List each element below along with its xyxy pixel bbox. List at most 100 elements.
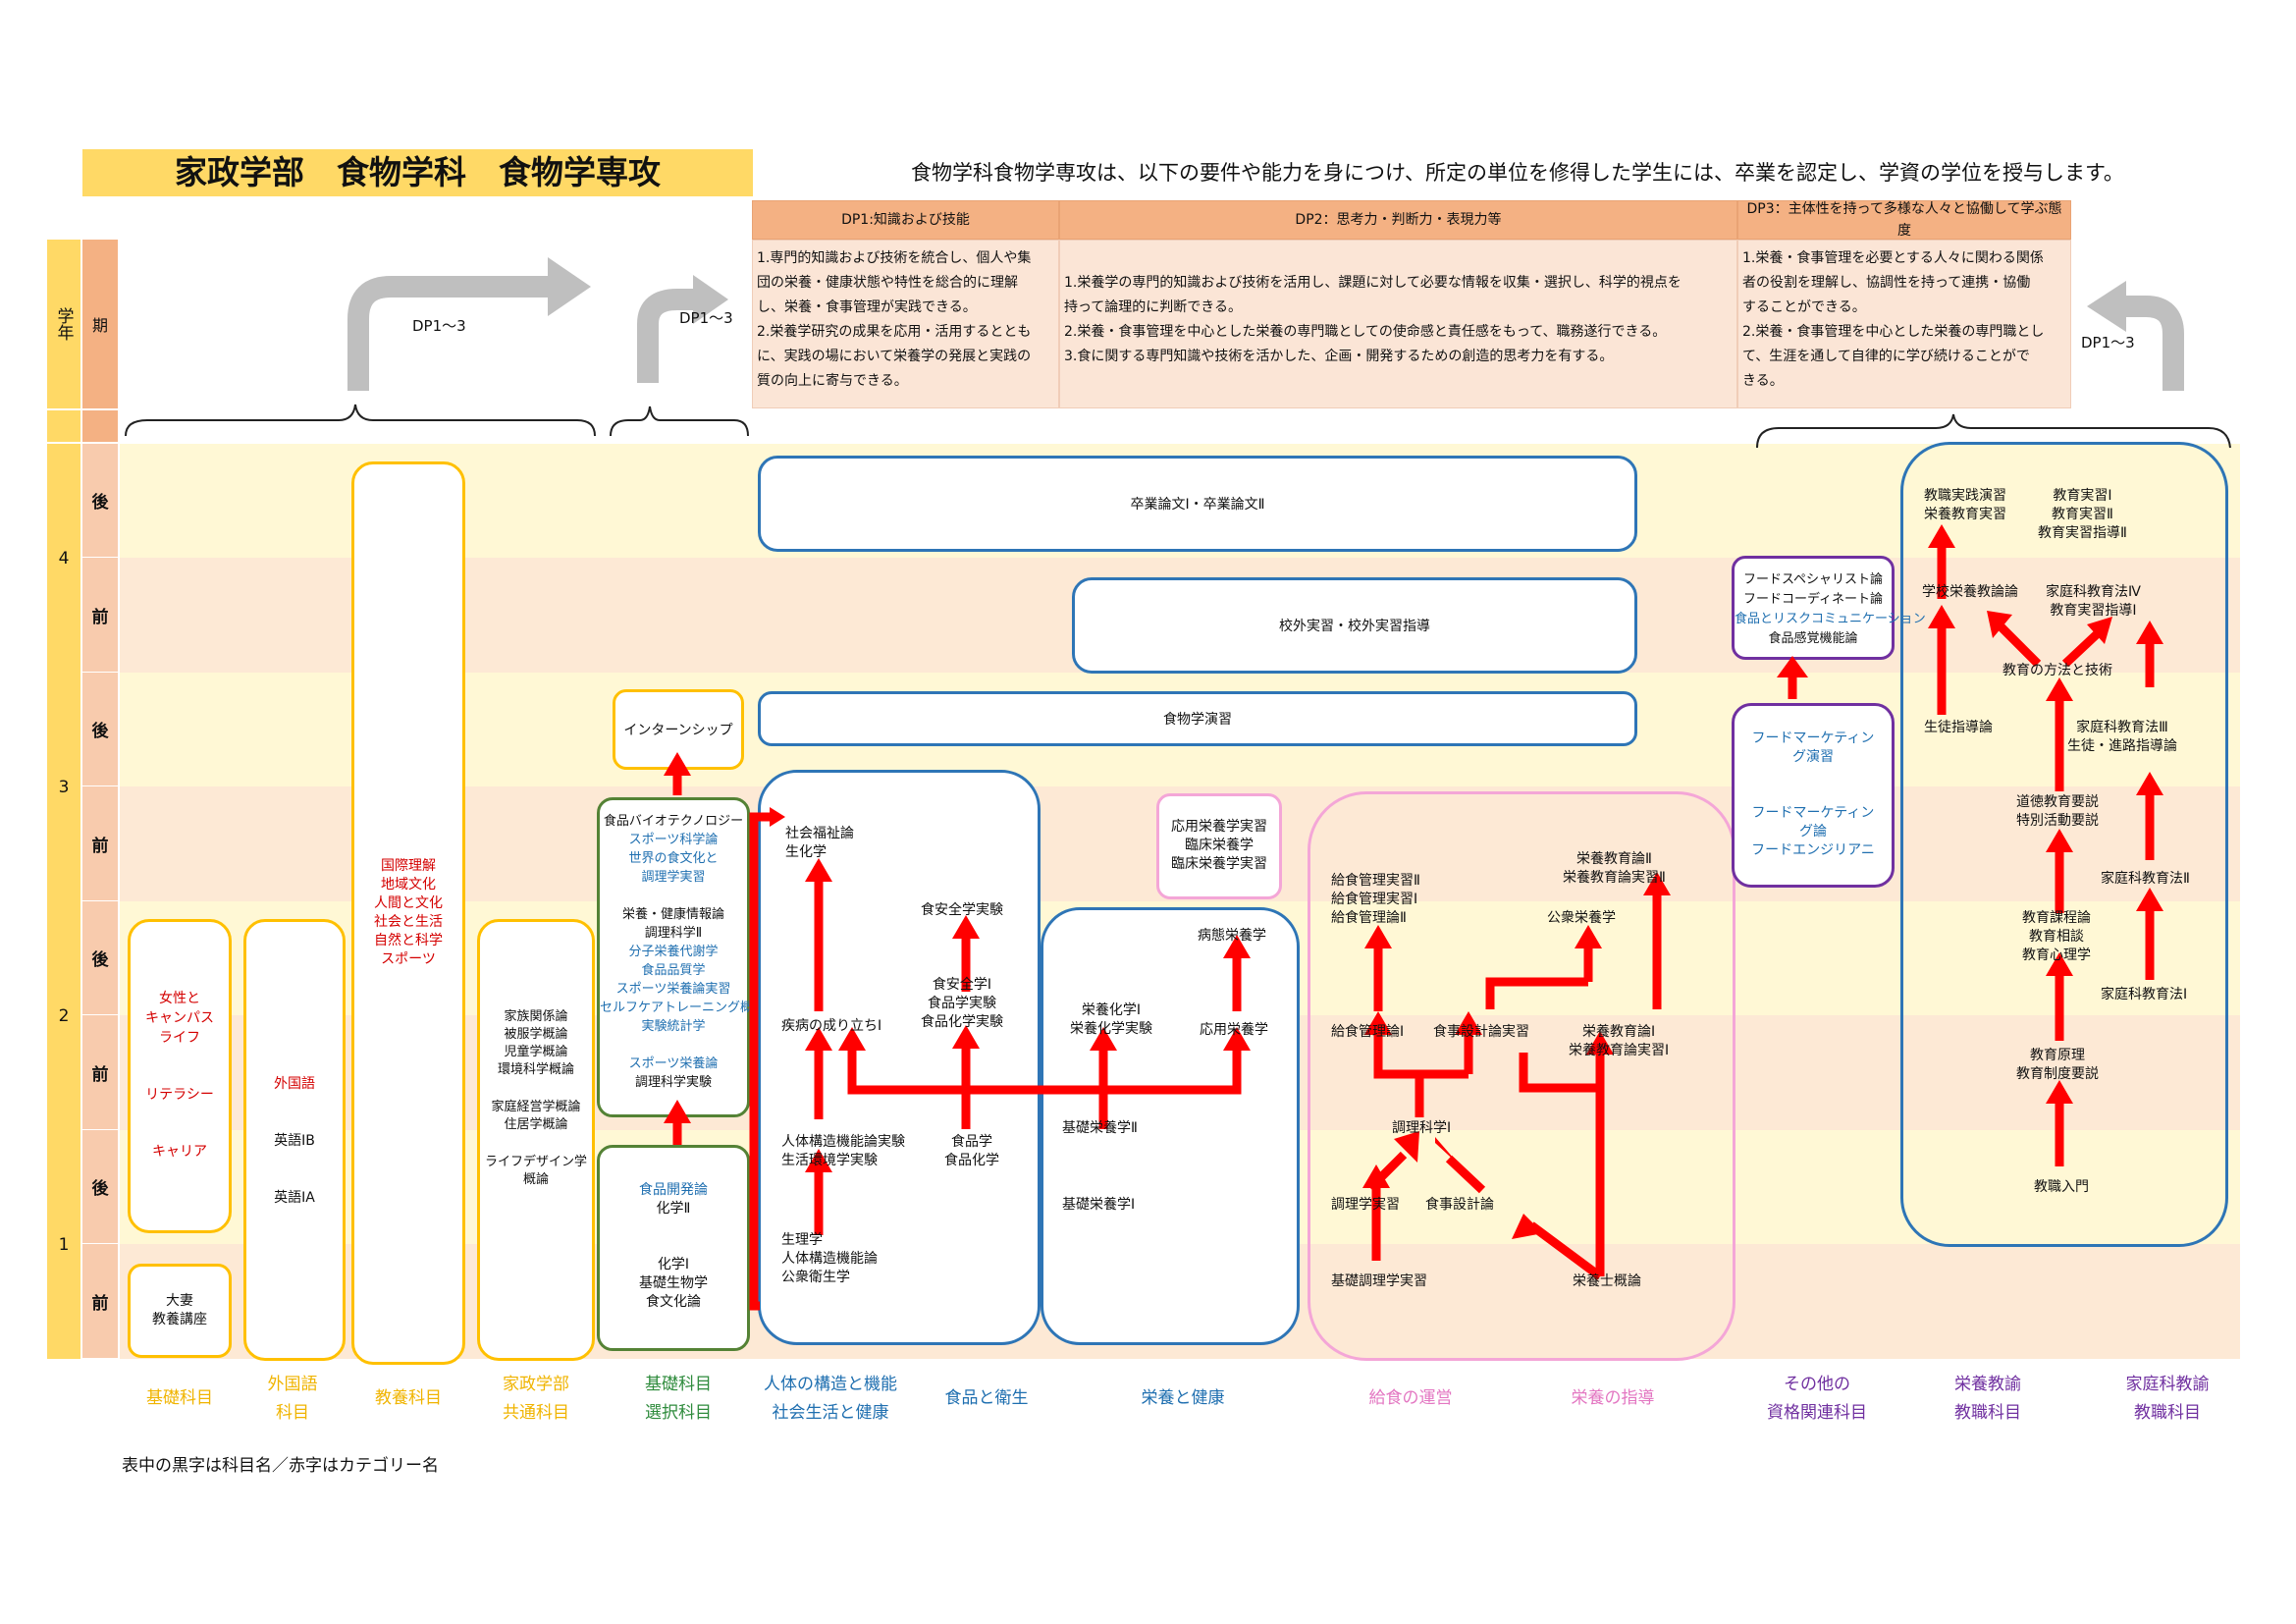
course-anzen: 食安全学Ⅰ 食品学実験 食品化学実験: [921, 976, 1003, 1032]
course-line: 特別活動要説: [2016, 813, 2099, 829]
course-kiso1: 基礎栄養学Ⅰ: [1062, 1197, 1136, 1213]
kyoyo-line: 人間と文化: [374, 895, 443, 911]
dp-arrow-label: DP1～3: [412, 317, 466, 335]
course-kanri2: 給食管理実習Ⅱ 給食管理実習Ⅰ 給食管理論Ⅱ: [1331, 872, 1420, 928]
sentaku-line: スポーツ科学論: [628, 833, 719, 847]
sentaku-line: 化学Ⅰ: [657, 1257, 690, 1272]
kyoyo-line: スポーツ: [381, 951, 436, 967]
kogai-text: 校外実習・校外実習指導: [1279, 619, 1430, 634]
course-line: 食品化学実験: [921, 1014, 1003, 1030]
jintai-shokuhin-box: [758, 770, 1041, 1345]
oyo-text: 応用栄養学実習 臨床栄養学 臨床栄養学実習: [1159, 818, 1279, 874]
course-byotai: 病態栄養学: [1198, 928, 1266, 944]
sonota-line: グ論: [1799, 824, 1827, 839]
category-label: 家政学部 共通科目: [503, 1375, 569, 1423]
course-genri: 教育原理 教育制度要説: [2016, 1047, 2099, 1084]
kyoyo-line: 国際理解: [381, 858, 436, 874]
course-kiso2: 基礎栄養学Ⅱ: [1062, 1120, 1138, 1136]
sentaku-line: 栄養・健康情報論: [621, 907, 724, 922]
year-1: 1: [47, 1130, 80, 1359]
sentaku-line: 実験統計学: [641, 1019, 706, 1034]
course-line: 教育原理: [2030, 1048, 2085, 1063]
sentaku-upper-text: 食品バイオテクノロジー スポーツ科学論 世界の食文化と 調理学実習 栄養・健康情…: [600, 812, 767, 1092]
course-line: 生徒・進路指導論: [2067, 738, 2177, 754]
dp3-header: DP3：主体性を持って多様な人々と協働して学ぶ態度: [1737, 200, 2071, 240]
kyoyo-line: 自然と科学: [374, 933, 443, 948]
course-ho4: 家庭科教育法Ⅳ 教育実習指導Ⅰ: [2046, 583, 2141, 621]
course-katei: 教育課程論 教育相談 教育心理学: [2022, 909, 2091, 965]
course-line: 栄養化学実験: [1070, 1021, 1152, 1037]
kyotsu-box: 家族関係論 被服学概論 児童学概論 環境科学概論 家庭経営学概論 住居学概論 ラ…: [477, 919, 595, 1361]
course-jintai-jikken: 人体構造機能論実験 生活環境学実験: [781, 1133, 905, 1170]
year-3: 3: [47, 673, 80, 901]
kyotsu-line: 家族関係論: [504, 1009, 568, 1024]
course-line: 教育実習Ⅰ: [2053, 488, 2112, 504]
course-line: 食品学実験: [928, 996, 996, 1011]
course-dotoku: 道徳教育要説 特別活動要説: [2016, 793, 2099, 831]
sentaku-line: セルフケアトレーニング概論: [600, 1001, 767, 1015]
course-jissen: 教職実践演習 栄養教育実習: [1924, 487, 2006, 524]
course-gakko: 学校栄養教論論: [1922, 584, 2018, 600]
dp-arrow-label: DP1～3: [2081, 334, 2135, 352]
course-line: 栄養教育論実習Ⅰ: [1569, 1043, 1670, 1058]
year-1-label: 1: [58, 1234, 70, 1255]
course-line: 生化学: [785, 844, 827, 860]
course-ho3: 家庭科教育法Ⅲ 生徒・進路指導論: [2067, 719, 2177, 756]
kyoyo-category: 国際理解 地域文化 人間と文化 社会と生活 自然と科学 スポーツ: [354, 857, 462, 969]
course-line: 給食管理論Ⅱ: [1331, 910, 1407, 926]
category-label: 家庭科教諭 教職科目: [2125, 1375, 2210, 1423]
gaikoku-course: 英語ⅠB: [274, 1133, 315, 1149]
dp3-body: 1.栄養・食事管理を必要とする人々に関わる関係 者の役割を理解し、協調性を持って…: [1737, 240, 2071, 408]
sonota-upper-text: フードスペシャリスト論 フードコーディネート論 食品とリスクコミュニケーション …: [1735, 570, 1926, 649]
course-chori1: 調理科学Ⅰ: [1392, 1120, 1452, 1136]
sentaku-lower-text: 食品開発論 化学Ⅱ 化学Ⅰ 基礎生物学 食文化論: [600, 1181, 747, 1312]
category-label: 栄養の指導: [1571, 1388, 1655, 1408]
course-gairon: 栄養士概論: [1573, 1273, 1641, 1289]
intro-text: 食物学科食物学専攻は、以下の要件や能力を身につけ、所定の単位を修得した学生には、…: [911, 161, 2124, 185]
year-header: 学年: [47, 240, 80, 408]
category-label: 基礎科目 選択科目: [645, 1375, 712, 1423]
course-sekkei: 食事設計論: [1425, 1197, 1494, 1213]
course-oyoeiyo: 応用栄養学: [1200, 1022, 1268, 1038]
enshu-text: 食物学演習: [1163, 712, 1232, 728]
kyotsu-line: 環境科学概論: [497, 1062, 574, 1077]
sentaku-line: スポーツ栄養論実習: [615, 982, 731, 997]
course-line: 食品化学: [944, 1153, 999, 1168]
kyoshoku-box: [1900, 442, 2228, 1247]
year-4-label: 4: [58, 548, 70, 568]
kyotsu-text: 家族関係論 被服学概論 児童学概論 環境科学概論 家庭経営学概論 住居学概論 ラ…: [480, 1008, 592, 1189]
course-seiri: 生理学 人体構造機能論 公衆衛生学: [781, 1231, 878, 1287]
gaikoku-category: 外国語: [274, 1076, 315, 1092]
term-cell: 後: [82, 673, 118, 786]
term-header: 期: [82, 240, 118, 408]
term-cell: 後: [82, 444, 118, 558]
course-kyoiku2: 栄養教育論Ⅱ 栄養教育論実習Ⅱ: [1563, 850, 1666, 888]
course-seito: 生徒指導論: [1924, 720, 1993, 735]
year-4: 4: [47, 444, 80, 673]
course-sekkei-jisshu: 食事設計論実習: [1433, 1024, 1529, 1040]
course-line: 社会福祉論: [785, 826, 854, 841]
term-header-label: 期: [91, 316, 108, 335]
sonota-lower-text: フードマーケティン グ演習 フードマーケティン グ論 フードエンジリアニ: [1735, 730, 1892, 860]
sentaku-line: 食品バイオテクノロジー: [603, 814, 744, 829]
course-line: 教育制度要説: [2016, 1066, 2099, 1082]
oyo-box: 応用栄養学実習 臨床栄養学 臨床栄養学実習: [1156, 793, 1282, 899]
kyoyo-line: 社会と生活: [374, 914, 443, 930]
category-label: 食品と衛生: [944, 1388, 1029, 1408]
category-label: 栄養と健康: [1141, 1388, 1225, 1408]
sotsuron-box: 卒業論文Ⅰ・卒業論文Ⅱ: [758, 456, 1637, 552]
eiyo-box: [1041, 907, 1300, 1345]
sonota-line: 食品とリスクコミュニケーション: [1735, 612, 1926, 626]
term-cell: 前: [82, 1015, 118, 1130]
term-cell: 後: [82, 901, 118, 1015]
kyushoku-shido-box: [1308, 791, 1735, 1361]
course-line: 家庭科教育法Ⅲ: [2076, 720, 2168, 735]
kiso-line: 女性と: [159, 991, 200, 1006]
sonota-line: フードマーケティン: [1751, 805, 1875, 821]
course-line: 食安全学Ⅰ: [932, 977, 992, 993]
sonota-line: フードマーケティン: [1751, 731, 1875, 746]
kiso-line: リテラシー: [145, 1087, 214, 1103]
kyotsu-line: ライフデザイン学: [484, 1155, 587, 1169]
legend-note: 表中の黒字は科目名／赤字はカテゴリー名: [122, 1456, 439, 1476]
